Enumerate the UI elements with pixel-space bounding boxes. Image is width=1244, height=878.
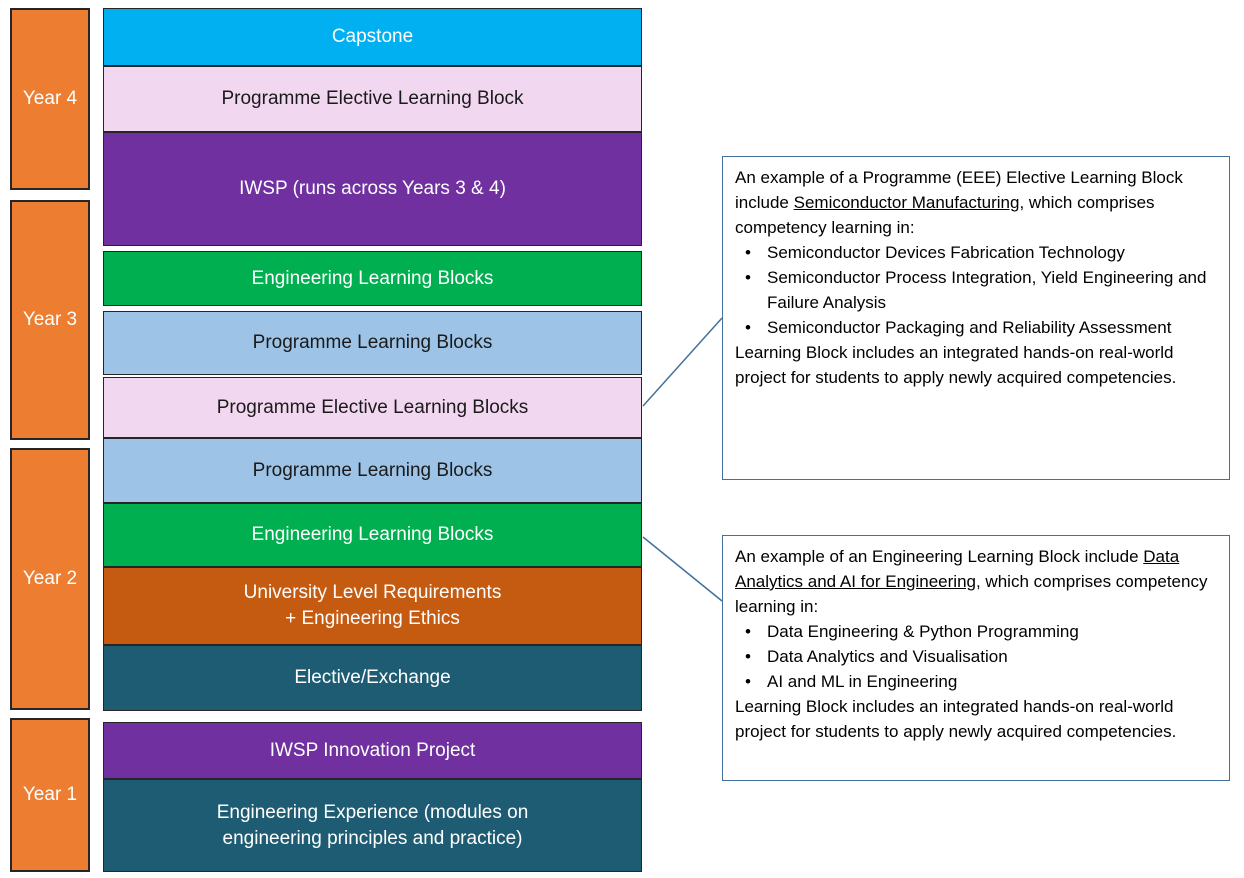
callout-intro: An example of an Engineering Learning Bl… (735, 544, 1217, 619)
connector-line-engineering-callout (642, 536, 723, 602)
callout-intro-after: , which comprises competency learning in… (735, 193, 1155, 237)
bullet-item: Semiconductor Process Integration, Yield… (735, 265, 1217, 315)
callout-bullet-list: Semiconductor Devices Fabrication Techno… (735, 240, 1217, 340)
connector-line-elective-callout (642, 317, 723, 407)
year-box-3: Year 3 (10, 200, 90, 440)
bullet-item: Data Engineering & Python Programming (735, 619, 1217, 644)
year-box-1: Year 1 (10, 718, 90, 872)
block-capstone: Capstone (103, 8, 642, 66)
year-box-4: Year 4 (10, 8, 90, 190)
callout-bullet-list: Data Engineering & Python Programming Da… (735, 619, 1217, 694)
callout-programme-elective-example: An example of a Programme (EEE) Elective… (722, 156, 1230, 480)
block-engineering-year2: Engineering Learning Blocks (103, 503, 642, 567)
year-box-2: Year 2 (10, 448, 90, 710)
block-programme-elective-year3: Programme Elective Learning Blocks (103, 377, 642, 438)
bullet-item: Semiconductor Devices Fabrication Techno… (735, 240, 1217, 265)
callout-intro-after: , which comprises competency learning in… (735, 572, 1208, 616)
block-programme-year2: Programme Learning Blocks (103, 438, 642, 503)
callout-footer: Learning Block includes an integrated ha… (735, 697, 1177, 741)
block-university-requirements: University Level Requirements + Engineer… (103, 567, 642, 645)
callout-intro: An example of a Programme (EEE) Elective… (735, 165, 1217, 240)
block-elective-exchange: Elective/Exchange (103, 645, 642, 711)
bullet-item: AI and ML in Engineering (735, 669, 1217, 694)
callout-engineering-example: An example of an Engineering Learning Bl… (722, 535, 1230, 781)
block-engineering-experience: Engineering Experience (modules on engin… (103, 779, 642, 872)
callout-footer: Learning Block includes an integrated ha… (735, 343, 1177, 387)
block-programme-year3: Programme Learning Blocks (103, 311, 642, 375)
block-iwsp-innovation-project: IWSP Innovation Project (103, 722, 642, 779)
block-iwsp: IWSP (runs across Years 3 & 4) (103, 132, 642, 246)
bullet-item: Semiconductor Packaging and Reliability … (735, 315, 1217, 340)
callout-underlined-term: Semiconductor Manufacturing (793, 193, 1020, 212)
bullet-item: Data Analytics and Visualisation (735, 644, 1217, 669)
callout-underlined-term: Data Analytics and AI for Engineering (735, 547, 1180, 591)
block-programme-elective-year4: Programme Elective Learning Block (103, 66, 642, 132)
callout-intro-before: An example of a Programme (EEE) Elective… (735, 168, 1183, 212)
block-engineering-year3: Engineering Learning Blocks (103, 251, 642, 306)
callout-intro-before: An example of an Engineering Learning Bl… (735, 547, 1144, 566)
